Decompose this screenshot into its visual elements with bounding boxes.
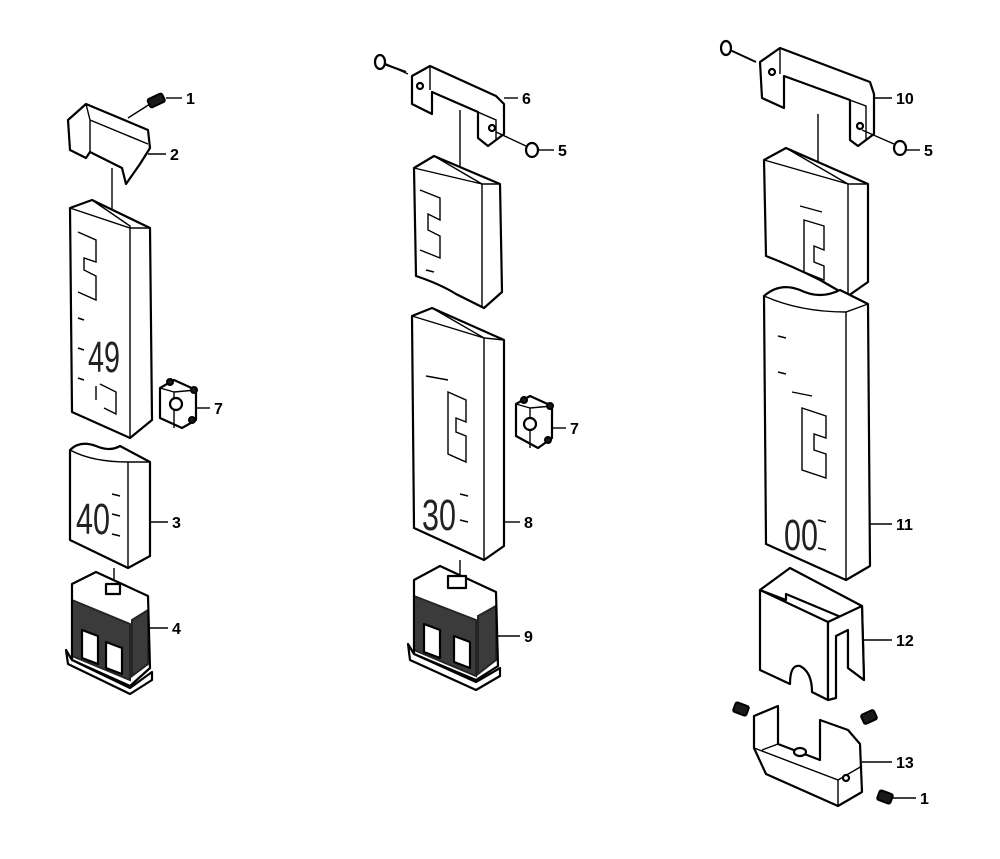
part-7-clip-right [514, 394, 554, 450]
marking-00: 00 [784, 511, 818, 560]
part-5-screw-a [495, 131, 540, 159]
callout-2: 2 [170, 147, 179, 164]
callout-4: 4 [172, 621, 181, 638]
part-staff-section-upper-3 [762, 146, 870, 298]
callout-6: 6 [522, 91, 531, 108]
part-staff-section-upper-2 [412, 154, 504, 310]
part-4-base [64, 570, 154, 696]
assembly-column-3: 00 [719, 39, 908, 808]
callout-5-right: 5 [924, 143, 933, 160]
assembly-column-2: 30 [373, 53, 554, 692]
part-5-screw-b [861, 129, 908, 157]
callout-5-middle: 5 [558, 143, 567, 160]
callout-9: 9 [524, 629, 533, 646]
marking-40: 40 [76, 495, 110, 544]
callout-8: 8 [524, 515, 533, 532]
part-10-bracket [758, 46, 876, 148]
part-6-bracket [410, 64, 506, 148]
part-screw-right-13 [860, 709, 878, 725]
assembly-column-1: 49 40 [64, 92, 198, 696]
callout-labels: 1 2 7 3 4 6 5 7 8 9 10 5 11 12 13 1 [170, 91, 933, 808]
part-2-cap [66, 102, 152, 186]
callout-10: 10 [896, 91, 914, 108]
callout-3: 3 [172, 515, 181, 532]
part-screw-top-2 [373, 53, 409, 75]
part-7-clip-left [158, 378, 198, 430]
part-screw-left-13 [732, 701, 750, 717]
callout-13: 13 [896, 755, 914, 772]
callout-leaders [148, 97, 920, 799]
callout-7-left: 7 [214, 401, 223, 418]
callout-7-right: 7 [570, 421, 579, 438]
callout-1-top: 1 [186, 91, 195, 108]
part-8-staff-section-30: 30 [410, 306, 506, 562]
marking-49: 49 [88, 333, 120, 382]
part-staff-section-49: 49 [68, 198, 154, 440]
part-1-screw [127, 92, 166, 119]
part-screw-top-3 [719, 39, 757, 63]
callout-11: 11 [896, 517, 913, 534]
part-9-base [406, 564, 502, 692]
part-11-staff-section-00: 00 [762, 285, 872, 582]
part-1-screw-bottom [876, 789, 894, 805]
part-3-staff-section-40: 40 [68, 442, 152, 570]
callout-12: 12 [896, 633, 914, 650]
callout-1-bottom: 1 [920, 791, 929, 808]
part-12-cover [758, 566, 866, 702]
part-13-bottom-bracket [752, 704, 864, 808]
marking-30: 30 [422, 491, 456, 540]
